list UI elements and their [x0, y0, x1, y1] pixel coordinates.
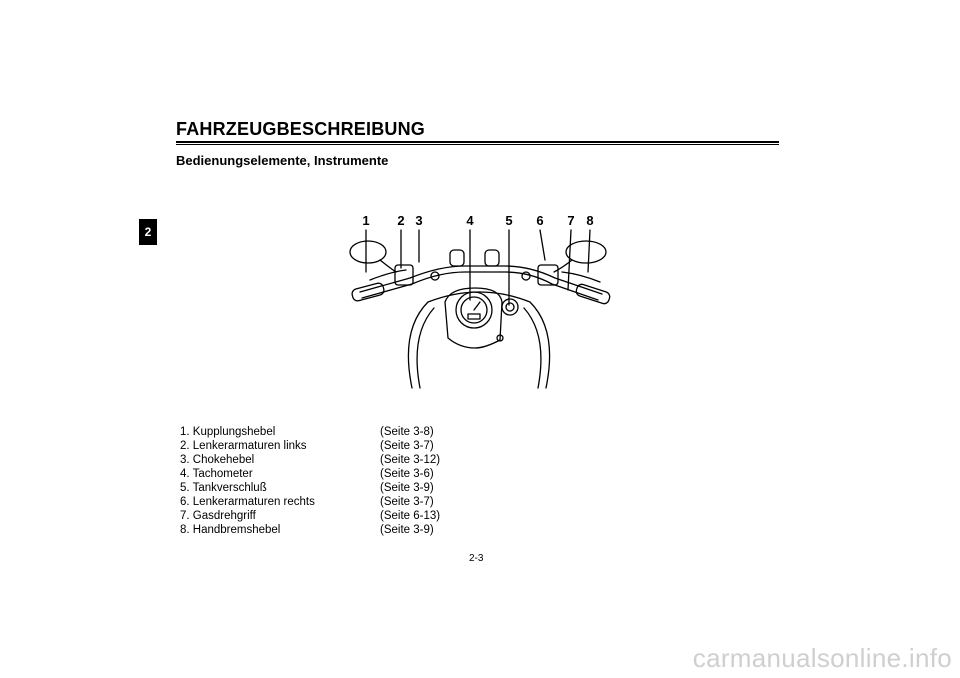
legend-item-name: 1. Kupplungshebel: [180, 426, 276, 438]
legend-item-name: 4. Tachometer: [180, 468, 253, 480]
legend-item-page: (Seite 3-12): [380, 454, 441, 466]
legend-item-page: (Seite 3-9): [380, 482, 434, 494]
legend-item-page: (Seite 6-13): [380, 510, 441, 522]
page-number: 2-3: [469, 553, 484, 564]
legend-item-page: (Seite 3-8): [380, 426, 434, 438]
watermark: carmanualsonline.info: [692, 643, 952, 673]
legend-item: 2. Lenkerarmaturen links (Seite 3-7): [180, 439, 440, 453]
page-subtitle: Bedienungselemente, Instrumente: [176, 153, 389, 168]
legend-item: 5. Tankverschluß (Seite 3-9): [180, 481, 440, 495]
legend-item-name: 5. Tankverschluß: [180, 482, 267, 494]
legend-item-name: 8. Handbremshebel: [180, 524, 281, 536]
chapter-tab: 2: [139, 219, 157, 245]
figure-callouts: 1 2 3 4 5 6 7 8: [0, 0, 960, 230]
legend-item-page: (Seite 3-7): [380, 496, 434, 508]
legend-item-name: 2. Lenkerarmaturen links: [180, 440, 307, 452]
legend-item: 3. Chokehebel (Seite 3-12): [180, 453, 440, 467]
legend-item: 8. Handbremshebel (Seite 3-9): [180, 523, 440, 537]
legend-item-page: (Seite 3-6): [380, 468, 434, 480]
legend-item: 7. Gasdrehgriff (Seite 6-13): [180, 509, 440, 523]
legend-item-page: (Seite 3-7): [380, 440, 434, 452]
legend-item-name: 3. Chokehebel: [180, 454, 255, 466]
parts-legend: 1. Kupplungshebel (Seite 3-8) 2. Lenkera…: [180, 425, 440, 537]
legend-item-page: (Seite 3-9): [380, 524, 434, 536]
legend-item: 4. Tachometer (Seite 3-6): [180, 467, 440, 481]
legend-item-name: 7. Gasdrehgriff: [180, 510, 256, 522]
legend-item: 6. Lenkerarmaturen rechts (Seite 3-7): [180, 495, 440, 509]
title-rule-thin: [176, 144, 779, 145]
legend-item-name: 6. Lenkerarmaturen rechts: [180, 496, 315, 508]
title-rule: [176, 141, 779, 143]
legend-item: 1. Kupplungshebel (Seite 3-8): [180, 425, 440, 439]
section-title: FAHRZEUGBESCHREIBUNG: [176, 119, 426, 139]
handlebar-illustration: [349, 229, 611, 389]
